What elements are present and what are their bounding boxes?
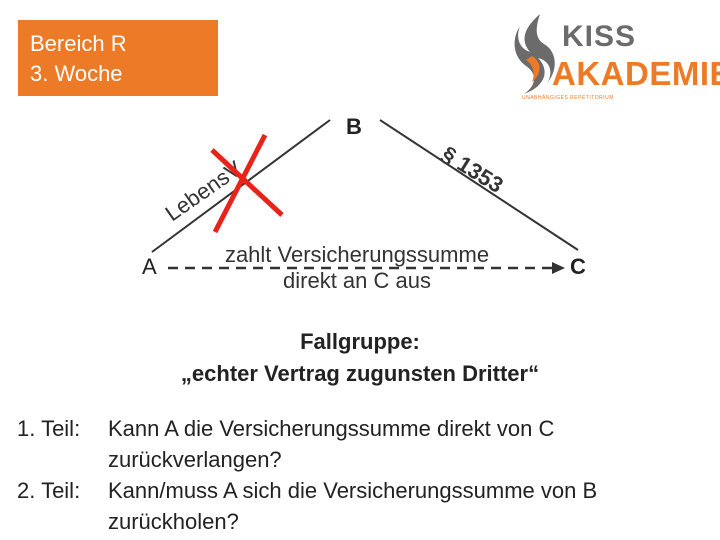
cross-out-stroke-1 <box>212 133 268 234</box>
logo-word-akademie: AKADEMIE <box>552 55 720 92</box>
fallgruppe-subtitle: „echter Vertrag zugunsten Dritter“ <box>180 361 540 386</box>
edge-b-c <box>379 119 579 251</box>
question-2: 2. Teil: Kann/muss A sich die Versicherun… <box>17 475 597 537</box>
arrow-label-line-2: direkt an C aus <box>283 268 431 293</box>
badge-line-1: Bereich R <box>30 31 127 56</box>
arrow-label: zahlt Versicherungssumme direkt an C aus <box>198 242 516 294</box>
question-2-text: Kann/muss A sich die Versicherungssumme … <box>108 478 598 503</box>
paragraph-label: § 1353 <box>437 141 507 198</box>
question-2-label: 2. Teil: <box>17 478 81 503</box>
logo-tagline: UNABHÄNGIGES REPETITORIUM <box>522 95 614 101</box>
question-1-continuation: zurückverlangen? <box>108 447 282 472</box>
question-1-text: Kann A die Versicherungssumme direkt von… <box>108 416 555 441</box>
question-2-continuation: zurückholen? <box>108 509 239 534</box>
fallgruppe-heading: Fallgruppe: „echter Vertrag zugunsten Dr… <box>150 326 570 390</box>
question-1-label: 1. Teil: <box>17 416 81 441</box>
topic-badge: Bereich R 3. Woche <box>18 20 218 96</box>
flame-icon <box>514 14 555 94</box>
logo-word-kiss: KISS <box>562 20 637 53</box>
node-b: B <box>346 114 362 139</box>
arrow-head <box>552 262 565 274</box>
fallgruppe-title: Fallgruppe: <box>300 329 420 354</box>
kiss-akademie-logo: KISS AKADEMIE UNABHÄNGIGES REPETITORIUM <box>510 8 720 104</box>
node-c: C <box>570 254 586 279</box>
node-a: A <box>142 254 157 279</box>
arrow-label-line-1: zahlt Versicherungssumme <box>224 242 490 267</box>
badge-line-2: 3. Woche <box>30 61 123 86</box>
cross-out-stroke-2 <box>210 148 284 217</box>
question-1: 1. Teil: Kann A die Versicherungssumme di… <box>17 413 554 475</box>
